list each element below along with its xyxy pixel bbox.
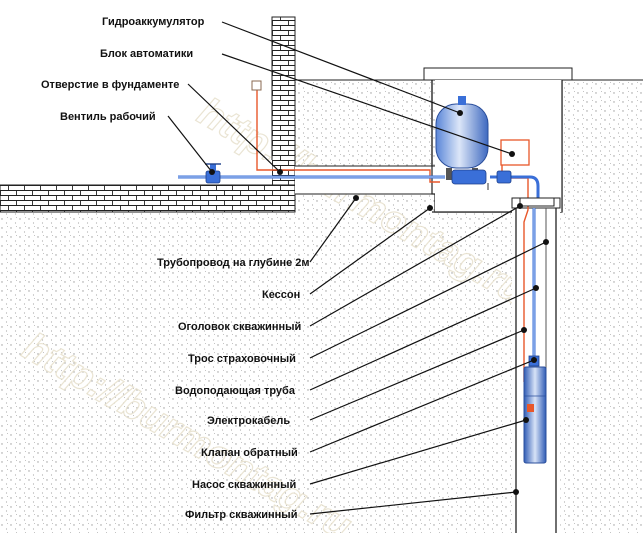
leader-foundation-hole <box>187 83 281 173</box>
label-check-valve: Клапан обратный <box>201 447 298 459</box>
automation-block <box>500 139 530 166</box>
house-foundation <box>0 16 296 213</box>
label-well-head: Оголовок скважинный <box>178 321 301 333</box>
leader-pipeline <box>309 197 357 263</box>
label-safety-cable: Трос страховочный <box>188 353 296 365</box>
label-filter: Фильтр скважинный <box>185 509 297 521</box>
leader-electric-cable <box>309 329 525 421</box>
label-electric-cable: Электрокабель <box>207 415 290 427</box>
fitting <box>496 170 512 184</box>
leader-lines <box>167 21 547 515</box>
label-valve: Вентиль рабочий <box>60 111 156 123</box>
label-water-pipe: Водоподающая труба <box>175 385 296 397</box>
leader-water-pipe <box>309 287 537 391</box>
label-caisson: Кессон <box>262 289 300 301</box>
label-pump: Насос скважинный <box>192 479 296 491</box>
labels: Гидроаккумулятор Блок автоматики Отверст… <box>41 16 310 521</box>
electric-cable <box>251 80 530 382</box>
leader-valve <box>167 115 213 173</box>
accumulator <box>435 96 489 190</box>
leader-check-valve <box>309 359 535 453</box>
caisson <box>423 67 573 213</box>
pump <box>523 366 547 464</box>
leader-filter <box>309 491 517 515</box>
well-head <box>519 197 555 207</box>
leader-dots <box>209 110 549 495</box>
label-accumulator: Гидроаккумулятор <box>102 16 205 28</box>
label-foundation-hole: Отверстие в фундаменте <box>41 79 179 91</box>
water-pipeline <box>178 175 540 362</box>
label-automation: Блок автоматики <box>100 48 193 60</box>
leader-well-head <box>309 205 521 327</box>
leader-pump <box>309 419 527 485</box>
leader-safety-cable <box>309 241 547 359</box>
leader-accumulator <box>221 21 461 114</box>
foundation-hole-marker <box>251 80 262 91</box>
label-pipeline: Трубопровод на глубине 2м <box>157 257 310 269</box>
leader-automation <box>221 53 513 155</box>
leader-caisson <box>309 207 431 295</box>
